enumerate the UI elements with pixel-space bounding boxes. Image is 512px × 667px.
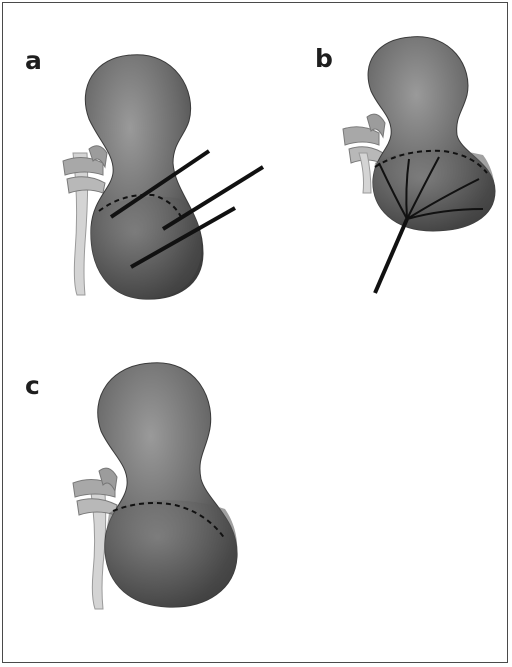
ureter <box>73 153 88 295</box>
renal-vessels <box>63 157 103 175</box>
panel-c: c <box>3 333 283 633</box>
figure-frame: a <box>2 2 508 663</box>
kidney-illustration-a <box>3 3 283 333</box>
kidney-illustration-c <box>3 333 283 633</box>
panel-b: b <box>283 3 509 333</box>
kidney-illustration-b <box>283 3 509 333</box>
panel-a: a <box>3 3 283 333</box>
